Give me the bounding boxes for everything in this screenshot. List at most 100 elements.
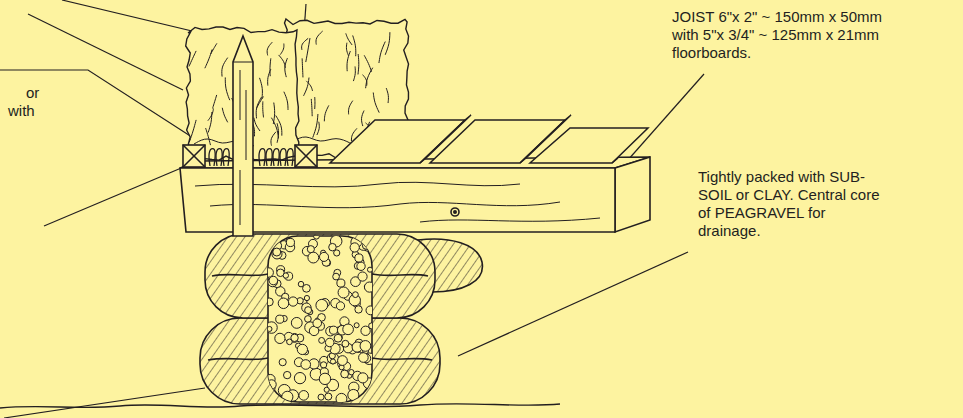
straw-bale [213, 95, 217, 109]
straw-bale [222, 108, 227, 123]
straw-bale [311, 99, 313, 116]
gravel-stone [342, 340, 349, 347]
straw-bale [280, 44, 284, 55]
insulation-coil [280, 149, 286, 166]
leader-lines [44, 166, 186, 226]
straw-bale [363, 75, 367, 86]
straw-bale [260, 78, 263, 99]
leader-lines [4, 388, 205, 418]
gravel-stone [275, 333, 285, 343]
straw-bale [302, 58, 304, 77]
batten [183, 145, 205, 167]
straw-bale [385, 32, 390, 55]
ground-line [0, 404, 560, 408]
gravel-stone [343, 324, 354, 335]
straw-bale [205, 49, 212, 68]
insulation-coil [216, 149, 222, 166]
gravel-stone [268, 298, 273, 306]
straw-bale [279, 55, 286, 68]
leader-lines [0, 70, 212, 150]
gravel-stone [268, 277, 277, 287]
gravel-stone [276, 315, 284, 323]
straw-bale [304, 78, 309, 96]
gravel-stone [314, 236, 320, 239]
gravel-stone [268, 268, 273, 277]
gravel-stone [354, 323, 359, 328]
straw-bale [364, 55, 371, 71]
gravel-stone [364, 282, 372, 292]
straw-bale [256, 97, 261, 118]
straw-bale [189, 120, 196, 142]
callout-fragment: or [26, 84, 39, 102]
leader-lines [458, 252, 688, 356]
gravel-stone [327, 353, 338, 364]
gravel-stone [353, 292, 359, 298]
gravel-stone [336, 302, 344, 310]
straw-bale [262, 101, 264, 117]
straw-bale [189, 51, 196, 67]
floorboards [612, 158, 618, 163]
hazel-stake [233, 36, 253, 236]
gravel-stone [286, 238, 294, 246]
leader-lines [28, 14, 183, 90]
straw-bale [306, 38, 310, 62]
gravel-stone [283, 371, 290, 378]
gravel-stone [337, 279, 345, 287]
gravel-stone [348, 389, 359, 400]
straw-bale [208, 109, 214, 121]
bolt [454, 211, 456, 213]
gravel-stone [329, 243, 337, 251]
batten [295, 145, 317, 167]
straw-bale [267, 42, 272, 55]
gravel-stone [330, 359, 335, 364]
straw-bale [346, 43, 348, 56]
callout-note: Tightly packed with SUB-SOIL or CLAY. Ce… [698, 168, 888, 240]
gravel-stone [294, 372, 305, 383]
straw-bale [206, 128, 211, 145]
straw-bale [254, 118, 260, 131]
gravel-stone [268, 326, 272, 331]
gravel-stone [324, 387, 329, 392]
gravel-stone [282, 391, 293, 402]
straw-bale [285, 58, 288, 77]
rammed-tyres [200, 233, 482, 404]
gravel-stone [355, 306, 362, 313]
gravel-stone [268, 389, 274, 399]
straw-bale [386, 88, 388, 103]
gravel-stone [268, 322, 277, 333]
gravel-stone [283, 273, 288, 278]
gravel-stone [336, 393, 347, 402]
callout-note: JOIST 6"x 2" ~ 150mm x 50mm with 5"x 3/4… [672, 8, 900, 62]
insulation-coil [223, 149, 229, 166]
gravel-stone [305, 307, 312, 314]
straw-bale [273, 103, 274, 124]
gravel-stone [303, 284, 311, 292]
gravel-stone [334, 334, 342, 342]
straw-bale [211, 43, 217, 54]
gravel-stone [319, 373, 330, 384]
straw-bale [271, 118, 278, 139]
gravel-stone [369, 239, 372, 245]
gravel-stone [341, 370, 349, 378]
gravel-stone [318, 394, 324, 400]
joist [615, 157, 650, 232]
gravel-stone [307, 246, 314, 253]
peagravel [268, 236, 372, 402]
straw-bale [353, 66, 355, 81]
insulation-coil [209, 149, 215, 166]
gravel-stone [308, 252, 319, 263]
gravel-stone [304, 295, 309, 300]
gravel-stone [366, 306, 372, 315]
gravel-stone [362, 242, 369, 249]
insulation-coil [259, 149, 265, 166]
gravel-stone [319, 337, 325, 343]
gravel-stone [350, 243, 359, 252]
gravel-stone [338, 356, 348, 366]
gravel-stone [273, 248, 281, 256]
gravel-stone [358, 373, 368, 383]
straw-bale [208, 112, 212, 133]
gravel-stone [320, 362, 326, 368]
wood-grain [195, 182, 600, 222]
gravel-stone [297, 344, 307, 354]
straw-bale [349, 101, 353, 115]
